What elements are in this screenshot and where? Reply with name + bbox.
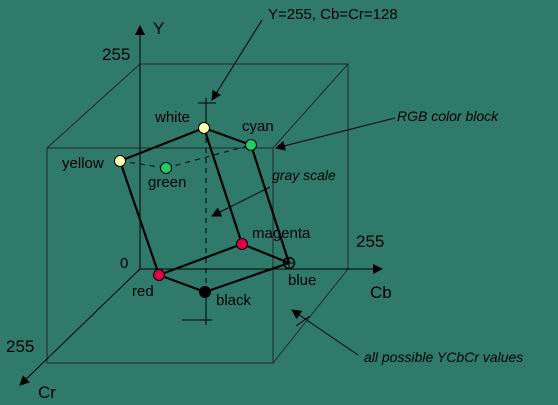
y-axis-label: Y (153, 19, 164, 38)
callout-arrow-all (291, 309, 359, 356)
edge-green-cyan (165, 144, 252, 169)
yellow-label: yellow (62, 155, 104, 172)
edge-white-magenta (202, 127, 244, 245)
edge-magenta-blue (241, 242, 290, 265)
blue-vertex (282, 256, 296, 270)
edge-black-blue (204, 261, 290, 294)
black-vertex (199, 286, 211, 298)
edge-cyan-blue (249, 144, 291, 264)
callout-arrow-rgb (275, 117, 396, 151)
blue-label: blue (288, 272, 316, 289)
callout-arrow-top (211, 19, 263, 101)
black-label: black (216, 292, 252, 309)
ycbcr-cube (46, 63, 349, 364)
red-label: red (132, 283, 154, 300)
white-label: white (154, 109, 190, 126)
edge-yellow-white (119, 126, 205, 163)
cyan-label: cyan (242, 118, 274, 135)
gray-scale-text: gray scale (272, 167, 336, 183)
cube-edge-bottom-right (272, 268, 349, 364)
all-values-text: all possible YCbCr values (364, 349, 523, 365)
cyan-vertex (245, 139, 257, 151)
cb-max-label: 255 (356, 232, 384, 251)
y-max-label: 255 (102, 45, 130, 64)
magenta-label: magenta (252, 225, 311, 242)
green-label: green (148, 174, 186, 191)
edge-red-magenta (158, 242, 243, 277)
cr-max-label: 255 (6, 337, 34, 356)
callout-top-text: Y=255, Cb=Cr=128 (268, 6, 398, 23)
yellow-vertex (114, 155, 126, 167)
cb-axis-label: Cb (370, 283, 392, 302)
vertices (114, 122, 296, 298)
edge-red-black (158, 273, 206, 294)
cube-edge-top-right (272, 63, 349, 149)
callout-arrow-gray (211, 186, 271, 217)
white-vertex (198, 122, 210, 134)
red-vertex (153, 269, 165, 281)
rgb-block-text: RGB color block (397, 108, 499, 124)
cr-axis-label: Cr (38, 383, 56, 402)
edge-white-cyan (203, 126, 252, 147)
callout-tick-all (295, 315, 311, 327)
edge-yellow-red (118, 160, 161, 276)
cube-edge-top-left (46, 63, 141, 149)
axes (19, 25, 383, 386)
green-vertex (160, 162, 172, 174)
origin-label: 0 (120, 255, 128, 272)
edge-yellow-green (119, 160, 167, 169)
rgb-block (118, 126, 291, 294)
magenta-vertex (236, 238, 248, 250)
cr-axis (19, 268, 141, 386)
